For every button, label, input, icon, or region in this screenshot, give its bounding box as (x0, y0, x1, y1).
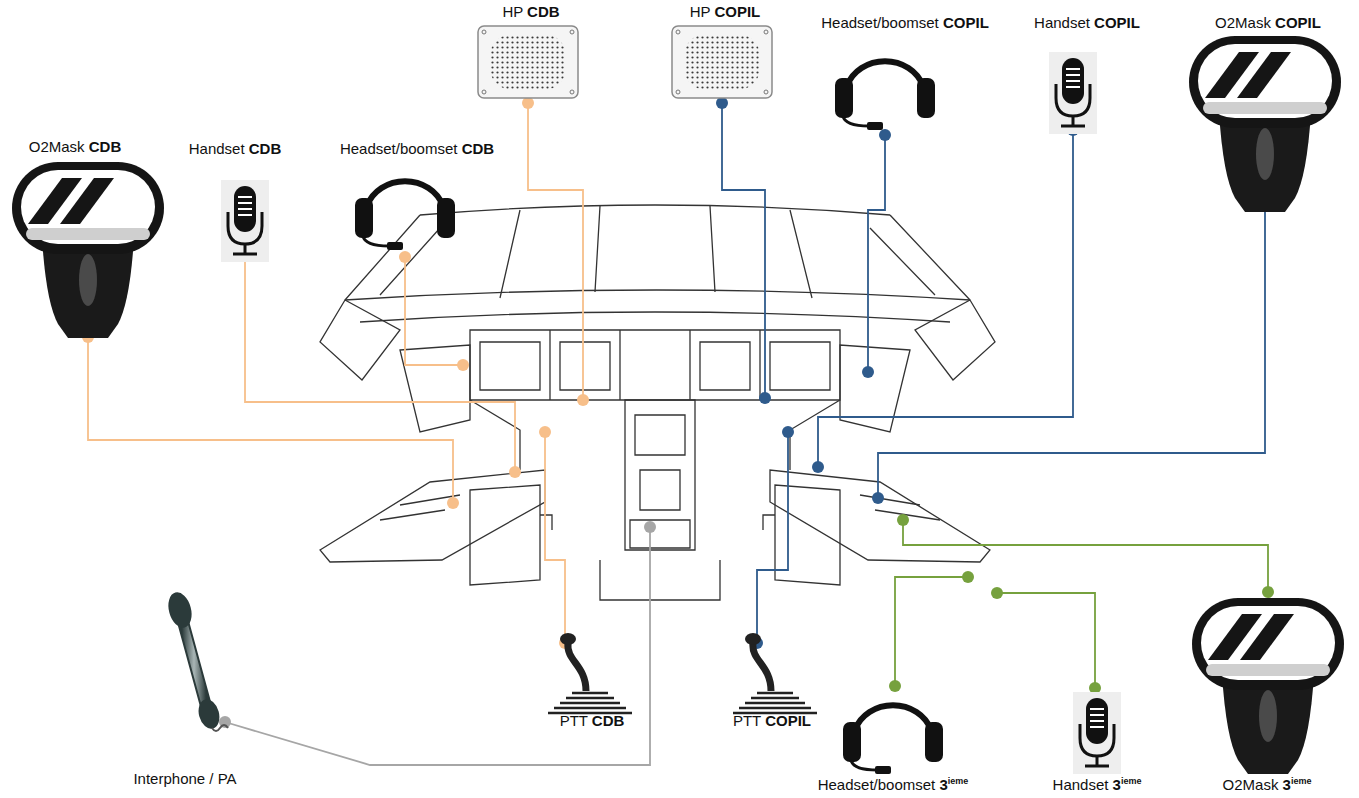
wire-dot (522, 97, 534, 109)
device-label: PTT COPIL (733, 712, 811, 730)
wire-dot (862, 366, 874, 378)
wire (245, 255, 515, 472)
wire-dot (879, 129, 891, 141)
wire-dot (577, 394, 589, 406)
wiring (82, 97, 1274, 765)
wire-dot (872, 492, 884, 504)
device-label: Headset/boomset 3ieme (818, 776, 969, 794)
device-label: Interphone / PA (133, 770, 236, 788)
ptt-joystick-icon (548, 633, 632, 713)
wire (722, 103, 765, 398)
device-label: O2Mask CDB (29, 138, 122, 156)
wire (528, 103, 583, 400)
device-label: HP CDB (502, 3, 559, 21)
headset-icon (355, 181, 455, 250)
device-label: O2Mask 3ieme (1223, 776, 1312, 794)
wire (88, 337, 453, 503)
oxygen-mask-icon (1192, 598, 1344, 774)
wire (997, 593, 1095, 688)
ptt-joystick-icon (733, 633, 817, 713)
wire (868, 135, 885, 372)
microphone-icon (1073, 692, 1121, 774)
wire (225, 527, 650, 765)
speaker-icon (672, 26, 772, 98)
wire-dot (962, 571, 974, 583)
device-label: O2Mask COPIL (1215, 14, 1321, 32)
wire-dot (897, 514, 909, 526)
oxygen-mask-icon (12, 162, 164, 338)
wire-dot (447, 497, 459, 509)
wire-dot (991, 587, 1003, 599)
wire (818, 130, 1073, 467)
microphone-icon (221, 180, 269, 262)
wire-dot (716, 97, 728, 109)
headset-icon (843, 705, 943, 774)
wire-dot (782, 426, 794, 438)
oxygen-mask-icon (1189, 36, 1341, 212)
microphone-icon (1049, 52, 1097, 134)
wire (878, 205, 1265, 498)
wire-dot (644, 521, 656, 533)
device-label: Handset CDB (189, 140, 282, 158)
wire-dot (539, 426, 551, 438)
wire-dot (812, 461, 824, 473)
device-label: Headset/boomset COPIL (821, 14, 989, 32)
speaker-icon (478, 26, 578, 98)
interphone-handset-icon (165, 590, 228, 731)
wire-dot (399, 251, 411, 263)
headset-icon (835, 61, 935, 130)
wire-dot (457, 359, 469, 371)
wire-dot (759, 392, 771, 404)
wire-dot (509, 466, 521, 478)
wire (903, 520, 1268, 592)
device-label: PTT CDB (560, 712, 625, 730)
device-label: Handset 3ieme (1053, 776, 1142, 794)
wire (405, 257, 463, 365)
wire (545, 432, 565, 643)
wire (757, 432, 788, 643)
device-label: Headset/boomset CDB (340, 140, 494, 158)
wire-dot (889, 680, 901, 692)
wire-dot (1262, 586, 1274, 598)
device-label: Handset COPIL (1034, 14, 1140, 32)
wire (895, 577, 968, 686)
device-label: HP COPIL (690, 3, 761, 21)
device-icons (12, 26, 1344, 774)
